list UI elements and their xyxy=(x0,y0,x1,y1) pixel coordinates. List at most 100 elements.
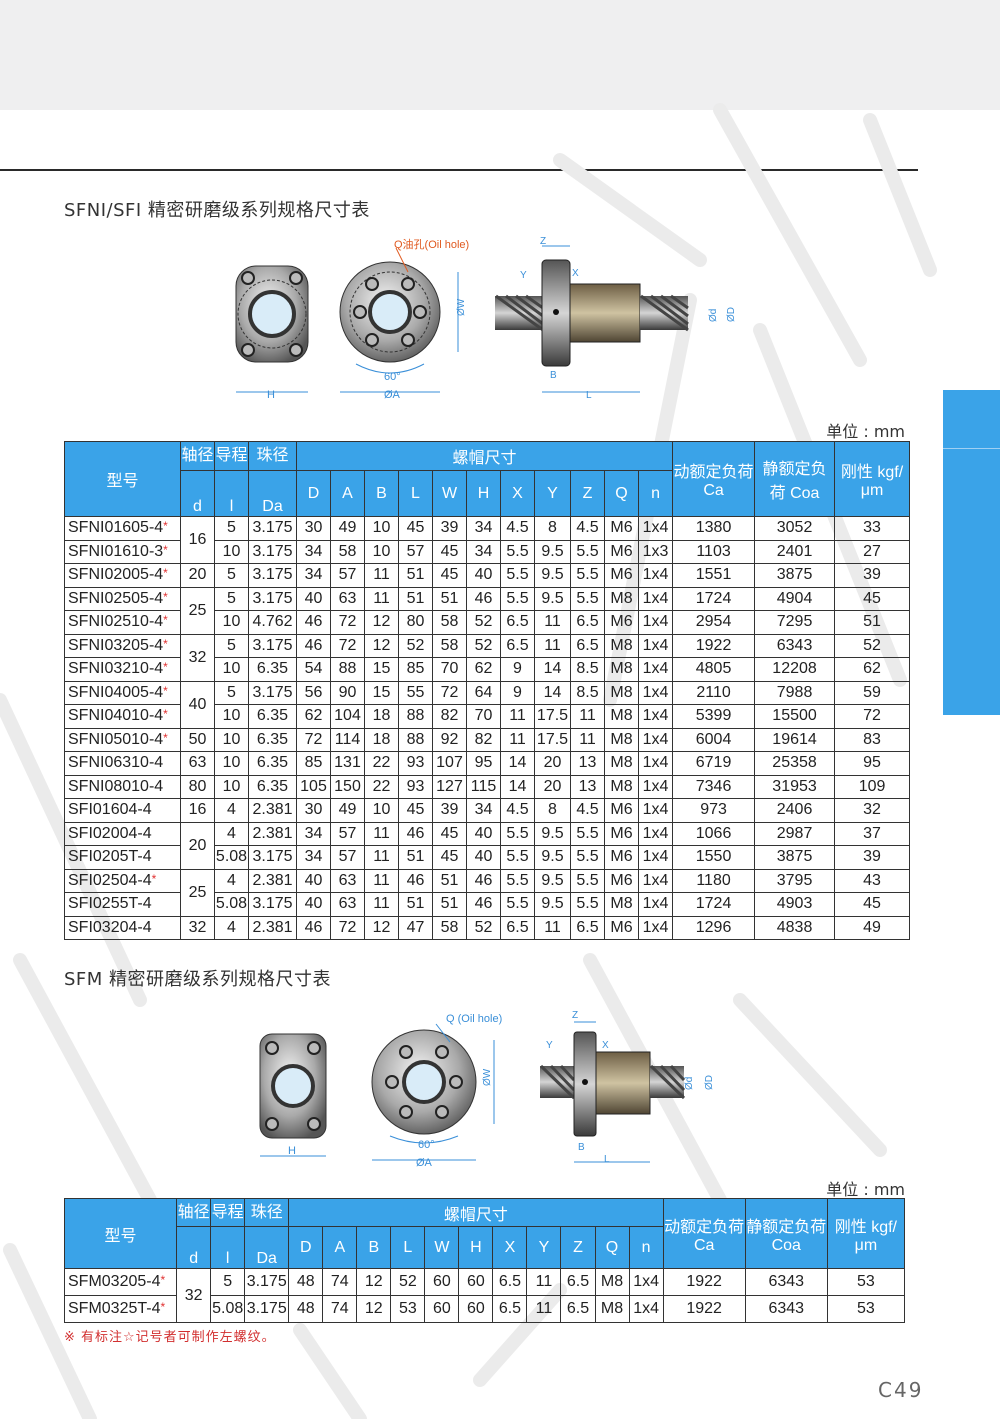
nut-h-cell: 40 xyxy=(466,845,501,870)
ball-cell: 3.175 xyxy=(248,539,297,564)
col-lead-2: 导程 xyxy=(210,1198,246,1227)
static-load-cell: 31953 xyxy=(754,774,836,799)
nut-q-cell: M8 xyxy=(604,704,639,729)
lead-cell: 4 xyxy=(214,821,249,846)
nut-z-cell: 8.5 xyxy=(570,657,605,682)
rigidity-cell: 72 xyxy=(834,704,911,729)
nut-d-cell: 46 xyxy=(296,915,331,940)
nut-l-cell: 52 xyxy=(390,1268,426,1296)
ball-cell: 2.381 xyxy=(248,821,297,846)
nut-a-cell: 131 xyxy=(330,751,365,776)
nut-b-cell: 11 xyxy=(364,563,399,588)
nut-x-cell: 4.5 xyxy=(500,516,535,541)
svg-text:H: H xyxy=(288,1145,296,1157)
section2-spec-table: 型号 轴径 导程 珠径 螺帽尺寸 动额定负荷 Ca 静额定负荷 Coa 刚性 k… xyxy=(63,1198,906,1323)
axis-cell: 16 xyxy=(180,516,215,564)
rigidity-cell: 33 xyxy=(834,516,911,541)
nut-y-cell: 11 xyxy=(526,1295,562,1323)
square-flange-view: H xyxy=(235,265,309,401)
model-name: SFNI03205-4 xyxy=(68,636,164,654)
dynamic-load-cell: 4805 xyxy=(672,657,756,682)
rigidity-cell: 62 xyxy=(834,657,911,682)
dynamic-load-cell: 1922 xyxy=(662,1268,746,1296)
nut-a-cell: 88 xyxy=(330,657,365,682)
rigidity-cell: 32 xyxy=(834,798,911,823)
square-flange-view-2: H xyxy=(259,1033,327,1157)
nut-x-cell: 5.5 xyxy=(500,892,535,917)
rigidity-cell: 53 xyxy=(826,1268,906,1296)
nut-d-cell: 34 xyxy=(296,539,331,564)
nut-z-cell: 5.5 xyxy=(570,539,605,564)
model-cell: SFNI03210-4* xyxy=(64,657,181,682)
col-x: X xyxy=(500,470,535,517)
nut-b-cell: 12 xyxy=(364,610,399,635)
axis-cell: 25 xyxy=(180,868,215,917)
ball-cell: 2.381 xyxy=(248,798,297,823)
nut-n-cell: 1x4 xyxy=(637,892,674,917)
nut-n-cell: 1x4 xyxy=(637,774,674,799)
nut-w-cell: 45 xyxy=(432,821,467,846)
col-axis: 轴径 xyxy=(180,441,215,471)
ball-cell: 3.175 xyxy=(248,845,297,870)
ball-cell: 3.175 xyxy=(248,563,297,588)
static-load-cell: 2401 xyxy=(754,539,836,564)
nut-b-cell: 11 xyxy=(364,845,399,870)
model-name: SFNI08010-4 xyxy=(68,777,164,795)
svg-text:Q油孔(Oil hole): Q油孔(Oil hole) xyxy=(394,237,469,251)
ball-cell: 3.175 xyxy=(248,586,297,611)
svg-text:ØW: ØW xyxy=(482,1068,493,1086)
nut-b-cell: 11 xyxy=(364,821,399,846)
nut-z-cell: 6.5 xyxy=(560,1295,596,1323)
nut-b-cell: 11 xyxy=(364,868,399,893)
nut-y-cell: 9.5 xyxy=(534,868,571,893)
nut-a-cell: 104 xyxy=(330,704,365,729)
nut-h-cell: 82 xyxy=(466,727,501,752)
lead-cell: 4 xyxy=(214,868,249,893)
static-load-cell: 3795 xyxy=(754,868,836,893)
model-cell: SFI01604-4 xyxy=(64,798,181,823)
ball-cell: 3.175 xyxy=(248,892,297,917)
col-n: n xyxy=(628,1226,664,1269)
nut-z-cell: 4.5 xyxy=(570,516,605,541)
section1-spec-table: 型号 轴径 导程 珠径 螺帽尺寸 动额定负荷 Ca 静额定负荷 Coa 刚性 k… xyxy=(64,441,911,940)
nut-b-cell: 12 xyxy=(356,1295,392,1323)
rigidity-cell: 27 xyxy=(834,539,911,564)
col-static-load: 静额定负荷 Coa xyxy=(754,441,836,517)
nut-b-cell: 11 xyxy=(364,892,399,917)
col-ball-2: 珠径 xyxy=(244,1198,290,1227)
svg-text:L: L xyxy=(604,1154,610,1165)
dynamic-load-cell: 6004 xyxy=(672,727,756,752)
svg-text:Q (Oil hole): Q (Oil hole) xyxy=(446,1013,502,1025)
nut-q-cell: M8 xyxy=(604,751,639,776)
nut-w-cell: 58 xyxy=(432,633,467,658)
nut-h-cell: 60 xyxy=(458,1295,494,1323)
ball-cell: 2.381 xyxy=(248,915,297,940)
nut-n-cell: 1x4 xyxy=(637,704,674,729)
nut-b-cell: 12 xyxy=(356,1268,392,1296)
nut-n-cell: 1x4 xyxy=(637,586,674,611)
nut-x-cell: 5.5 xyxy=(500,868,535,893)
nut-l-cell: 85 xyxy=(398,657,433,682)
static-load-cell: 12208 xyxy=(754,657,836,682)
lead-cell: 5 xyxy=(214,680,249,705)
nut-w-cell: 107 xyxy=(432,751,467,776)
static-load-cell: 2406 xyxy=(754,798,836,823)
nut-b-cell: 11 xyxy=(364,586,399,611)
dynamic-load-cell: 7346 xyxy=(672,774,756,799)
nut-a-cell: 57 xyxy=(330,821,365,846)
nut-l-cell: 45 xyxy=(398,798,433,823)
rigidity-cell: 45 xyxy=(834,892,911,917)
col-y: Y xyxy=(534,470,571,517)
static-load-cell: 6343 xyxy=(744,1295,828,1323)
rigidity-cell: 39 xyxy=(834,845,911,870)
nut-x-cell: 6.5 xyxy=(492,1268,528,1296)
nut-l-cell: 88 xyxy=(398,704,433,729)
ball-cell: 3.175 xyxy=(244,1295,290,1323)
nut-q-cell: M6 xyxy=(604,563,639,588)
col-lead-sym: l xyxy=(210,1226,246,1269)
